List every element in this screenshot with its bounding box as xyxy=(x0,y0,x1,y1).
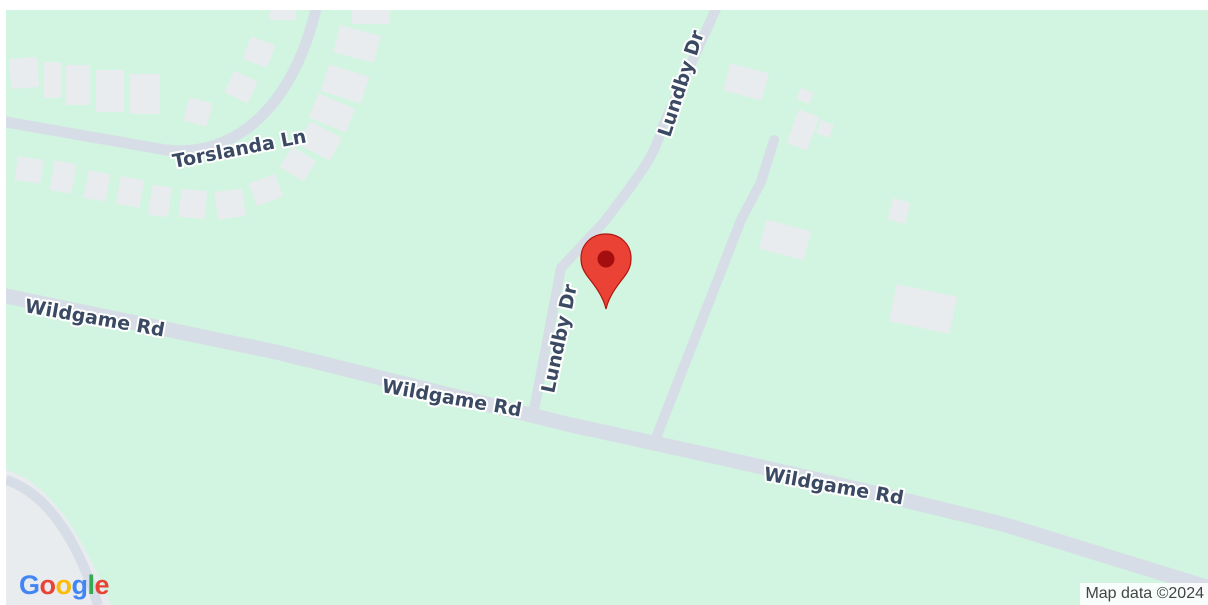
logo-letter: l xyxy=(87,570,96,600)
logo-letter: g xyxy=(71,570,89,600)
road-label-wildgame-rd-east: Wildgame Rd xyxy=(762,463,905,509)
google-logo: Google xyxy=(19,570,110,601)
buildings xyxy=(8,10,958,335)
road-label-lundby-dr-north: Lundby Dr xyxy=(654,27,709,139)
road-lundby-dr xyxy=(529,10,721,415)
road-wildgame-rd xyxy=(6,288,1208,596)
map-attribution: Map data ©2024 xyxy=(1080,583,1208,605)
logo-letter: o xyxy=(55,570,73,600)
map-canvas: Torslanda Ln Wildgame Rd Wildgame Rd Wil… xyxy=(6,10,1208,605)
logo-letter: G xyxy=(19,570,40,600)
map-view[interactable]: Torslanda Ln Wildgame Rd Wildgame Rd Wil… xyxy=(6,10,1208,605)
road-label-wildgame-rd-west: Wildgame Rd xyxy=(23,295,166,341)
road-torslanda-ln xyxy=(6,10,322,157)
logo-letter: o xyxy=(39,570,57,600)
road-label-wildgame-rd-center: Wildgame Rd xyxy=(380,375,523,421)
logo-letter: e xyxy=(94,570,110,600)
road-bottom-left xyxy=(6,475,103,605)
map-pin-icon[interactable] xyxy=(580,233,632,310)
road-driveway xyxy=(651,135,779,443)
roads xyxy=(6,10,1208,596)
